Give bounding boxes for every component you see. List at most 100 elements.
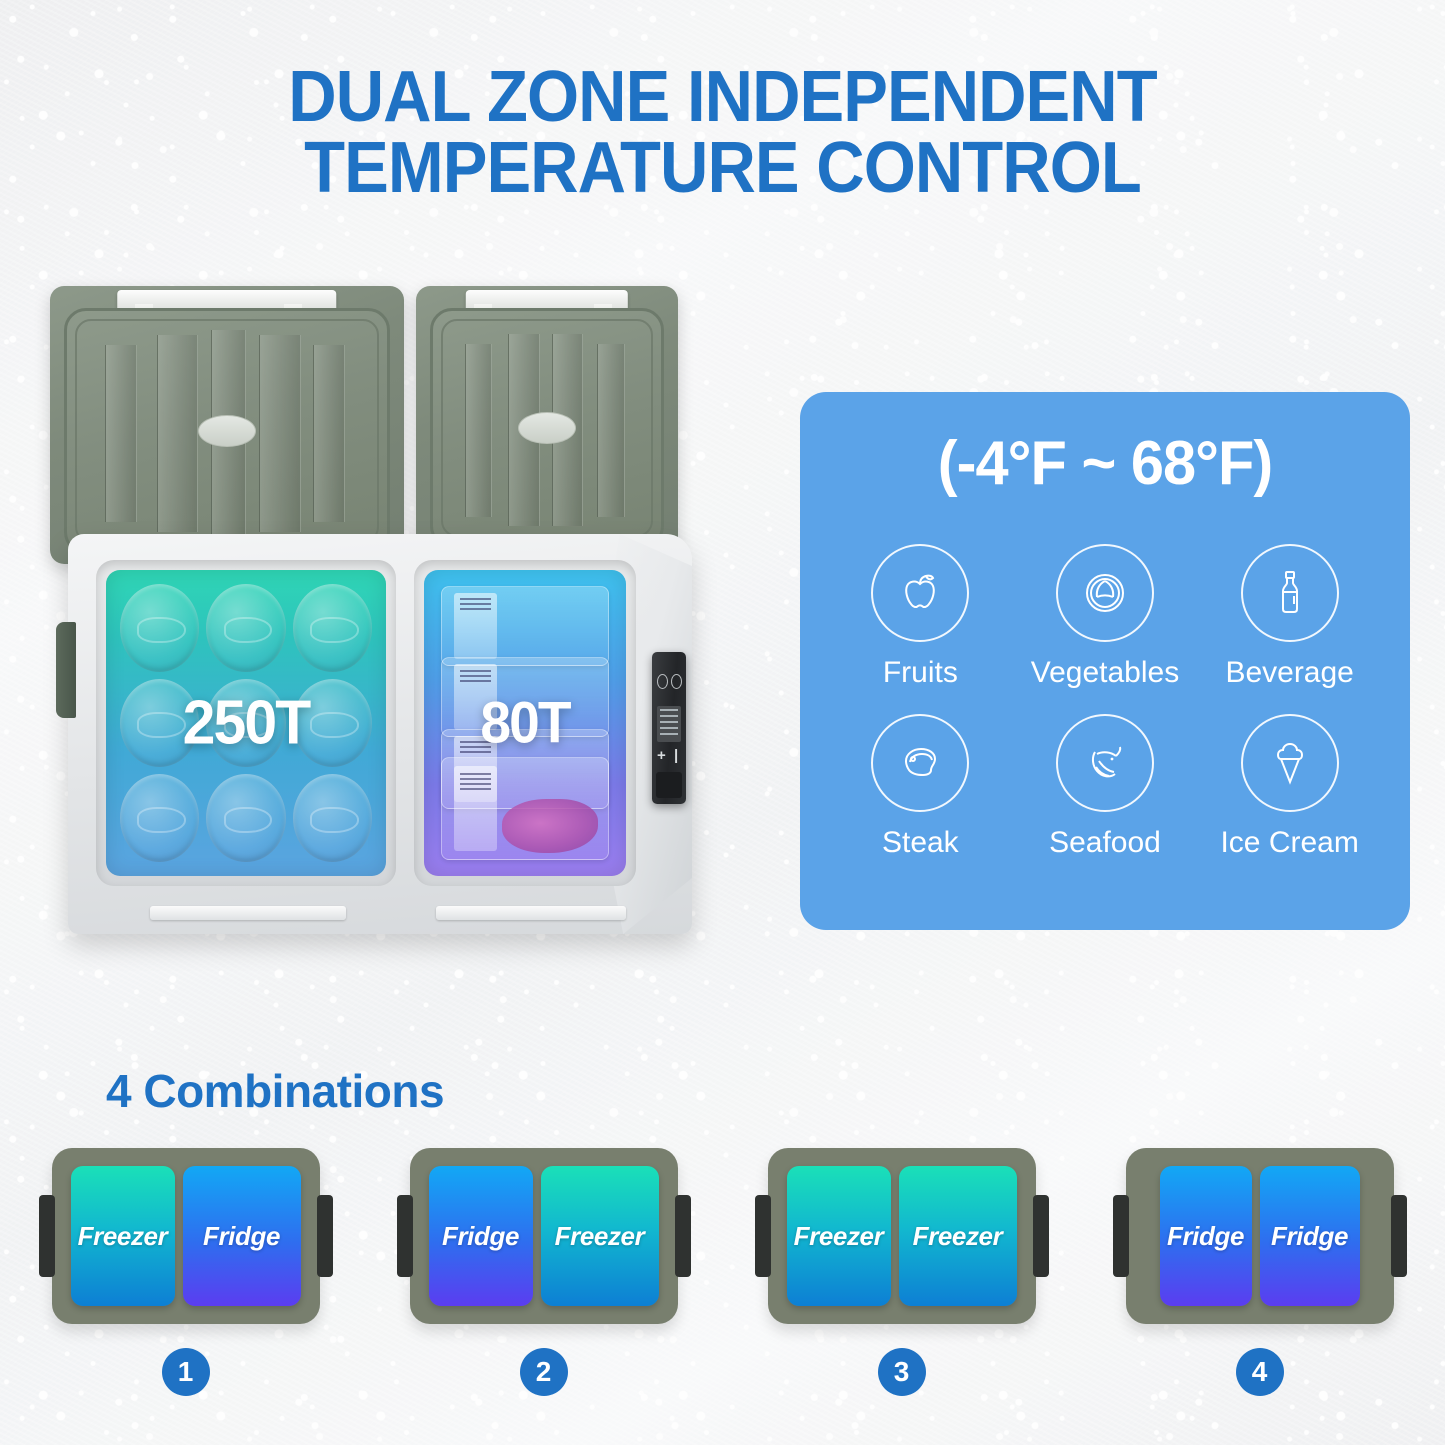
steak-contents [501,798,598,854]
combinations-row: Freezer Fridge 1 Fridge Freezer 2 [0,1148,1445,1445]
food-item-steak: Steak [828,714,1013,860]
food-label: Ice Cream [1220,826,1359,859]
headline-line-1: DUAL ZONE INDEPENDENT [288,57,1157,137]
combination-badge: 2 [519,1348,568,1396]
zone-mode-label: Fridge [202,1220,281,1251]
food-package [441,585,609,666]
right-zone-capacity-label: 80T [480,690,571,756]
food-type-grid: Fruits Vegetables [828,544,1382,860]
temperature-range-panel: (-4°F ~ 68°F) Fruits [800,392,1410,930]
can-icon [206,679,286,767]
zone-mode-label: Freezer [77,1220,168,1251]
control-panel[interactable]: + | [652,652,686,804]
combination-shell: Fridge Fridge [1112,1148,1407,1324]
apple-icon [871,544,970,642]
cooler-body: 250T [56,534,692,934]
left-compartment: 250T [96,560,396,886]
can-icon [292,774,372,862]
food-item-beverage: Beverage [1197,544,1382,690]
combination-shell: Fridge Freezer [396,1148,691,1324]
right-zone-interior: 80T [424,570,626,876]
can-icon [120,774,200,862]
left-zone-capacity-label: 250T [182,688,312,758]
food-label: Vegetables [1030,656,1180,689]
combo-right-zone: Freezer [898,1166,1017,1306]
left-lid [50,286,404,564]
food-package-stack [434,580,616,866]
left-lid-center-plate [198,415,256,447]
handle-right [1032,1195,1049,1277]
right-compartment: 80T [414,560,636,886]
mode-button[interactable] [671,674,682,689]
cooler-product-image: 250T [40,276,720,966]
zone-mode-label: Freezer [554,1220,645,1251]
ice-cream-icon [1240,714,1339,812]
can-icon [206,584,286,672]
zone-mode-label: Fridge [1166,1220,1245,1251]
can-icon [206,774,286,862]
combinations-heading: 4 Combinations [106,1065,445,1117]
front-latch-left[interactable] [150,906,346,920]
combo-left-zone: Fridge [428,1166,533,1306]
can-icon [292,679,372,767]
beverage-can-grid [120,584,372,862]
right-lid-interior [430,308,664,548]
food-item-fruits: Fruits [828,544,1013,690]
left-lid-latch-bar [117,290,337,312]
headline-line-2: TEMPERATURE CONTROL [304,127,1142,208]
combination-badge: 1 [161,1348,210,1396]
combo-right-zone: Freezer [540,1166,659,1306]
increase-temp-button[interactable]: + [657,747,666,764]
combination-1[interactable]: Freezer Fridge 1 [38,1148,333,1445]
combination-shell: Freezer Fridge [38,1148,333,1324]
handle-left [754,1195,771,1277]
food-item-seafood: Seafood [1013,714,1198,860]
package-label [453,664,497,731]
can-icon [292,584,372,672]
bottle-icon [1240,544,1339,642]
left-lid-interior [64,308,390,554]
food-item-ice-cream: Ice Cream [1197,714,1382,860]
power-button[interactable] [657,674,668,689]
package-label [453,592,497,659]
lid-rib [464,343,493,517]
panel-vent [656,772,682,798]
combination-shell: Freezer Freezer [754,1148,1049,1324]
decrease-temp-button[interactable]: | [674,747,679,764]
package-label [453,766,497,852]
lid-rib [105,344,138,523]
combo-left-zone: Fridge [1159,1166,1252,1306]
lid-rib [259,335,301,532]
cabbage-icon [1055,544,1154,642]
combo-left-zone: Freezer [70,1166,175,1306]
food-label: Beverage [1225,656,1354,689]
lid-rib [313,344,346,523]
food-package [441,657,609,738]
right-lid [416,286,678,558]
food-item-vegetables: Vegetables [1013,544,1198,690]
combo-left-zone: Freezer [786,1166,891,1306]
handle-right [316,1195,333,1277]
temperature-range-label: (-4°F ~ 68°F) [937,429,1273,498]
food-package [441,757,609,861]
lcd-display [657,706,681,742]
steak-icon [871,714,970,812]
handle-left [396,1195,413,1277]
front-latch-right[interactable] [436,906,626,920]
combination-badge: 3 [877,1348,926,1396]
zone-mode-label: Freezer [793,1220,884,1251]
can-icon [120,679,200,767]
lid-rib [156,335,199,532]
shrimp-icon [1055,714,1154,812]
right-lid-latch-bar [465,290,629,312]
side-handle [56,622,76,718]
combination-4[interactable]: Fridge Fridge 4 [1112,1148,1407,1445]
page-title: DUAL ZONE INDEPENDENT TEMPERATURE CONTRO… [51,61,1395,208]
combination-3[interactable]: Freezer Freezer 3 [754,1148,1049,1445]
combination-2[interactable]: Fridge Freezer 2 [396,1148,691,1445]
food-label: Steak [881,826,959,859]
lid-rib [597,343,625,517]
combo-right-zone: Fridge [1259,1166,1360,1306]
handle-right [674,1195,691,1277]
